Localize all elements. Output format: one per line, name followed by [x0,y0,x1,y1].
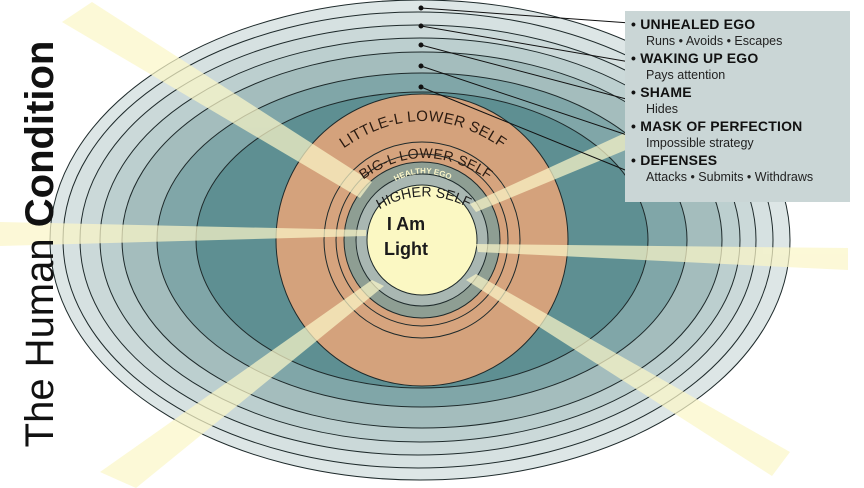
light-rays [0,2,848,488]
legend-detail-shame: Hides [646,102,678,116]
connector-dot-defenses [418,84,424,90]
legend-head-unhealed-ego: • UNHEALED EGO [631,16,756,32]
legend-item-shame: • SHAME Hides [631,84,850,118]
legend-item-defenses: • DEFENSES Attacks • Submits • Withdraws [631,152,850,186]
legend-head-waking-up-ego: • WAKING UP EGO [631,50,759,66]
legend-head-mask-of-perfection: • MASK OF PERFECTION [631,118,803,134]
ray-lower-right [466,274,790,476]
connector-defenses [420,86,631,173]
legend-item-waking-up-ego: • WAKING UP EGO Pays attention [631,50,850,84]
connector-dot-mask-of-perfection [418,63,424,69]
legend-detail-mask-of-perfection: Impossible strategy [646,136,754,150]
connector-unhealed-ego [420,7,631,24]
connector-waking-up-ego [420,25,631,63]
title-light: The Human [18,227,62,448]
legend-label: WAKING UP EGO [640,50,759,66]
core-label: I Am Light [360,212,452,262]
ray-left [0,222,366,246]
connectors [418,5,631,173]
connector-dot-unhealed-ego [418,5,424,11]
core-label-line2: Light [384,239,428,259]
legend-label: SHAME [640,84,692,100]
title-bold: Condition [18,40,62,228]
legend-item-mask-of-perfection: • MASK OF PERFECTION Impossible strategy [631,118,850,152]
legend-label: UNHEALED EGO [640,16,756,32]
legend-detail-waking-up-ego: Pays attention [646,68,726,82]
legend-label: MASK OF PERFECTION [640,118,803,134]
core-label-line1: I Am [386,214,426,234]
connector-mask-of-perfection [420,65,631,137]
ray-right [476,244,848,270]
ray-upper-left [62,2,372,198]
legend-label: DEFENSES [640,152,718,168]
legend-detail-unhealed-ego: Runs • Avoids • Escapes [646,34,783,48]
legend-head-defenses: • DEFENSES [631,152,718,168]
legend-item-unhealed-ego: • UNHEALED EGO Runs • Avoids • Escapes [631,16,850,50]
legend-panel: • UNHEALED EGO Runs • Avoids • Escapes •… [625,11,850,202]
legend-detail-defenses: Attacks • Submits • Withdraws [646,170,814,184]
core-i-am-light [366,184,478,296]
page-title: The Human Condition [17,9,63,479]
ray-upper-right [470,126,650,212]
legend-head-shame: • SHAME [631,84,692,100]
ray-lower-left [100,280,384,488]
connector-shame [420,44,631,101]
connector-dot-waking-up-ego [418,23,424,29]
connector-dot-shame [418,42,424,48]
